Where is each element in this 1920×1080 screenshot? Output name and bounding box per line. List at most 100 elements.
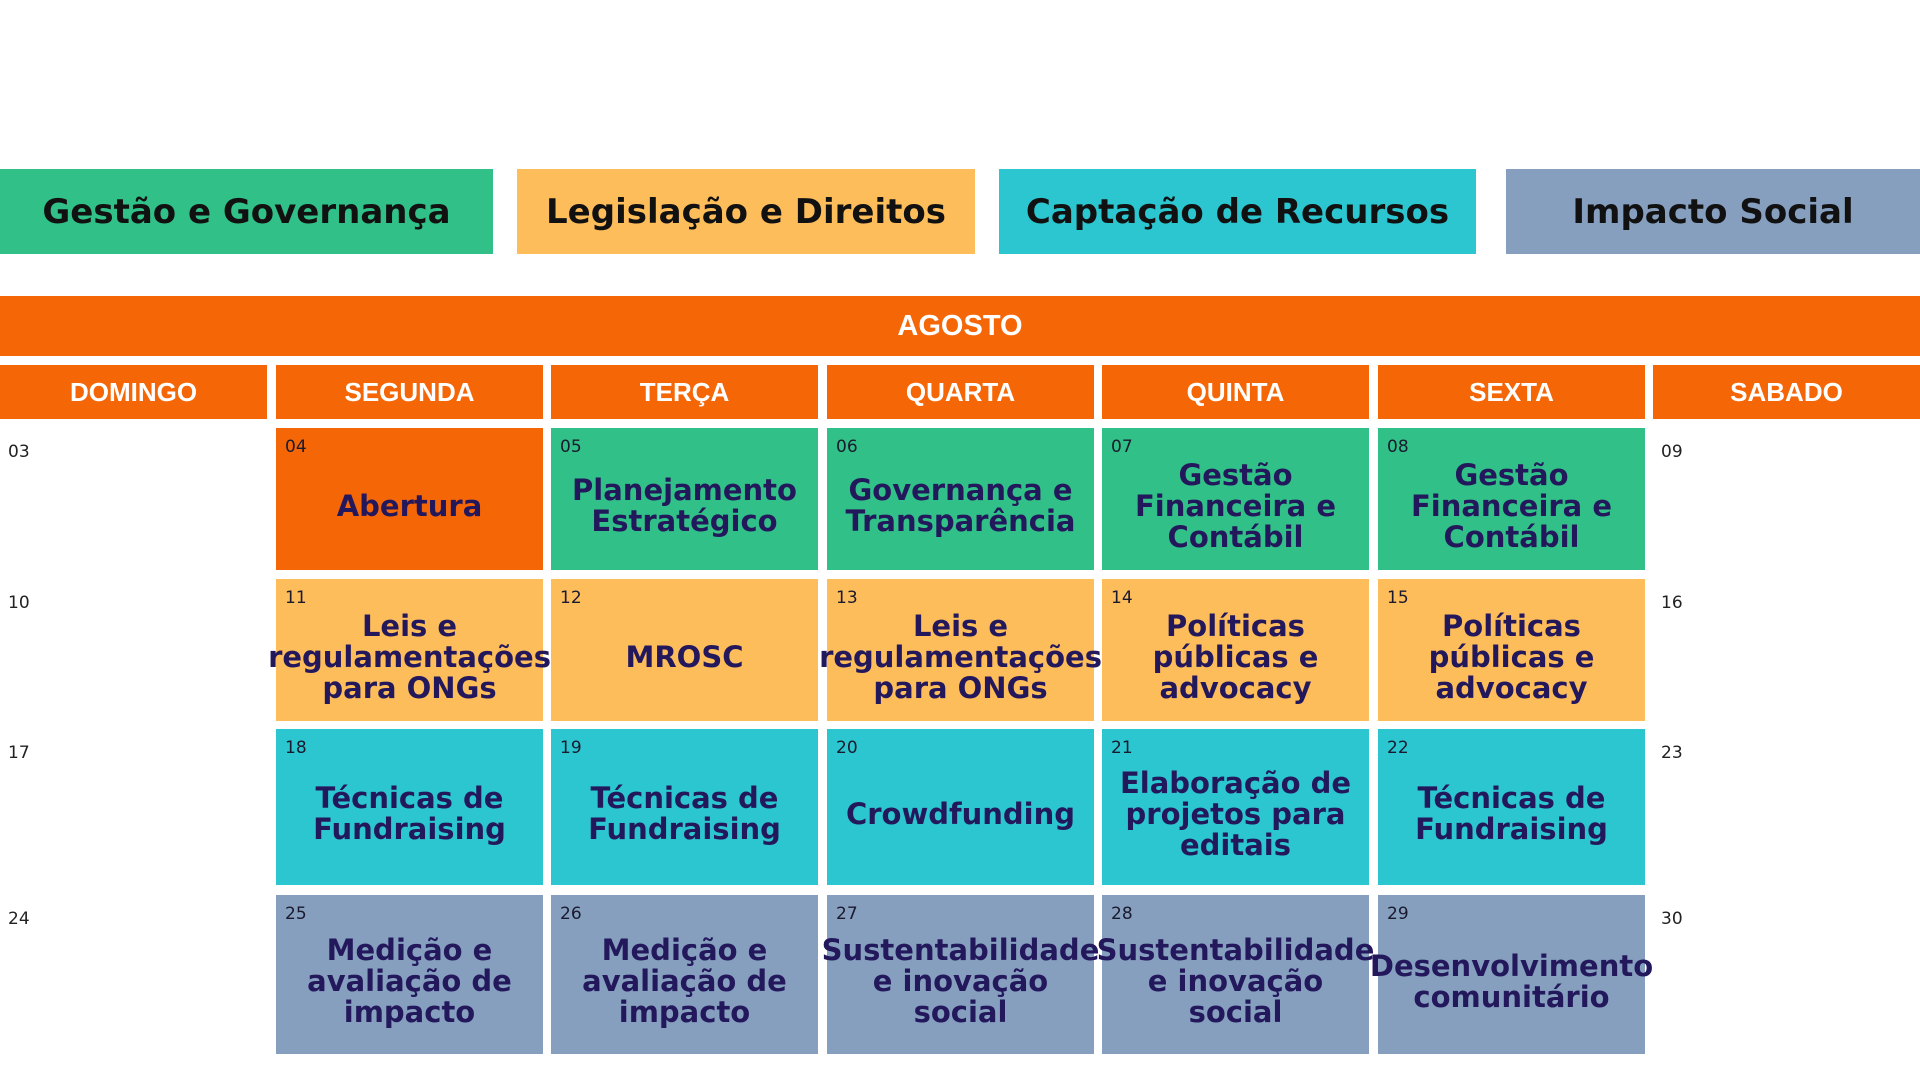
event-title: Técnicas de Fundraising [313,781,506,846]
day-number: 06 [836,437,858,457]
day-number: 15 [1387,588,1409,608]
event-title: Medição e avaliação de impacto [582,933,787,1029]
calendar-day-empty: 16 [1653,579,1920,721]
day-number: 07 [1111,437,1133,457]
legend-label: Captação de Recursos [1025,191,1450,232]
day-number: 04 [285,437,307,457]
day-number: 23 [1661,743,1683,763]
day-number: 27 [836,904,858,924]
day-header-quinta: QUINTA [1102,365,1369,419]
day-header-quarta: QUARTA [827,365,1094,419]
calendar-day-empty: 17 [0,729,267,885]
event-title: MROSC [625,639,744,674]
legend-captacao-recursos: Captação de Recursos [999,169,1476,254]
day-label: SABADO [1730,376,1843,407]
event-title: Abertura [336,488,483,523]
legend-label: Impacto Social [1572,191,1854,232]
legend-label: Legislação e Direitos [546,191,946,232]
event-title: Planejamento Estratégico [572,473,797,538]
day-number: 20 [836,738,858,758]
event-title: Gestão Financeira e Contábil [1134,457,1337,554]
day-label: TERÇA [639,376,730,407]
event-title: Técnicas de Fundraising [1415,781,1608,846]
calendar-day-empty: 03 [0,428,267,570]
day-number: 19 [560,738,582,758]
event-title: Sustentabilidade e inovação social [1096,933,1375,1029]
day-header-sexta: SEXTA [1378,365,1645,419]
day-number: 30 [1661,909,1683,929]
legend-gestao-governanca: Gestão e Governança [0,169,493,254]
day-number: 03 [8,442,30,462]
day-label: QUINTA [1186,376,1285,407]
day-number: 13 [836,588,858,608]
day-number: 05 [560,437,582,457]
event-title: Leis e regulamentações para ONGs [268,608,551,705]
calendar-day-empty: 10 [0,579,267,721]
day-header-segunda: SEGUNDA [276,365,543,419]
event-title: Desenvolvimento comunitário [1369,948,1654,1014]
day-number: 29 [1387,904,1409,924]
day-number: 14 [1111,588,1133,608]
day-label: QUARTA [905,376,1016,407]
month-header: AGOSTO [0,296,1920,356]
day-label: SEGUNDA [344,376,475,407]
event-title: Gestão Financeira e Contábil [1410,457,1613,554]
day-number: 26 [560,904,582,924]
event-title: Políticas públicas e advocacy [1428,608,1595,705]
day-header-domingo: DOMINGO [0,365,267,419]
day-number: 16 [1661,593,1683,613]
calendar-day-empty: 09 [1653,428,1920,570]
legend-legislacao-direitos: Legislação e Direitos [517,169,975,254]
event-title: Leis e regulamentações para ONGs [819,608,1102,705]
event-title: Medição e avaliação de impacto [307,933,512,1029]
event-title: Elaboração de projetos para editais [1119,765,1352,862]
legend-impacto-social: Impacto Social [1506,169,1920,254]
legend-label: Gestão e Governança [42,191,451,232]
day-label: SEXTA [1469,376,1554,407]
event-title: Políticas públicas e advocacy [1152,608,1319,705]
day-number: 12 [560,588,582,608]
calendar-day-empty: 23 [1653,729,1920,885]
event-title: Técnicas de Fundraising [588,781,781,846]
month-title: AGOSTO [897,309,1023,342]
day-header-terca: TERÇA [551,365,818,419]
day-header-sabado: SABADO [1653,365,1920,419]
day-number: 25 [285,904,307,924]
day-number: 28 [1111,904,1133,924]
day-number: 17 [8,743,30,763]
day-number: 08 [1387,437,1409,457]
event-title: Crowdfunding [845,796,1076,831]
day-number: 10 [8,593,30,613]
day-label: DOMINGO [69,376,198,407]
day-number: 18 [285,738,307,758]
event-title: Sustentabilidade e inovação social [821,933,1100,1029]
day-number: 21 [1111,738,1133,758]
day-number: 24 [8,909,30,929]
day-number: 22 [1387,738,1409,758]
calendar-day-empty: 30 [1653,895,1920,1054]
day-number: 11 [285,588,307,608]
event-title: Governança e Transparência [845,473,1076,538]
day-number: 09 [1661,442,1683,462]
calendar-day-empty: 24 [0,895,267,1054]
